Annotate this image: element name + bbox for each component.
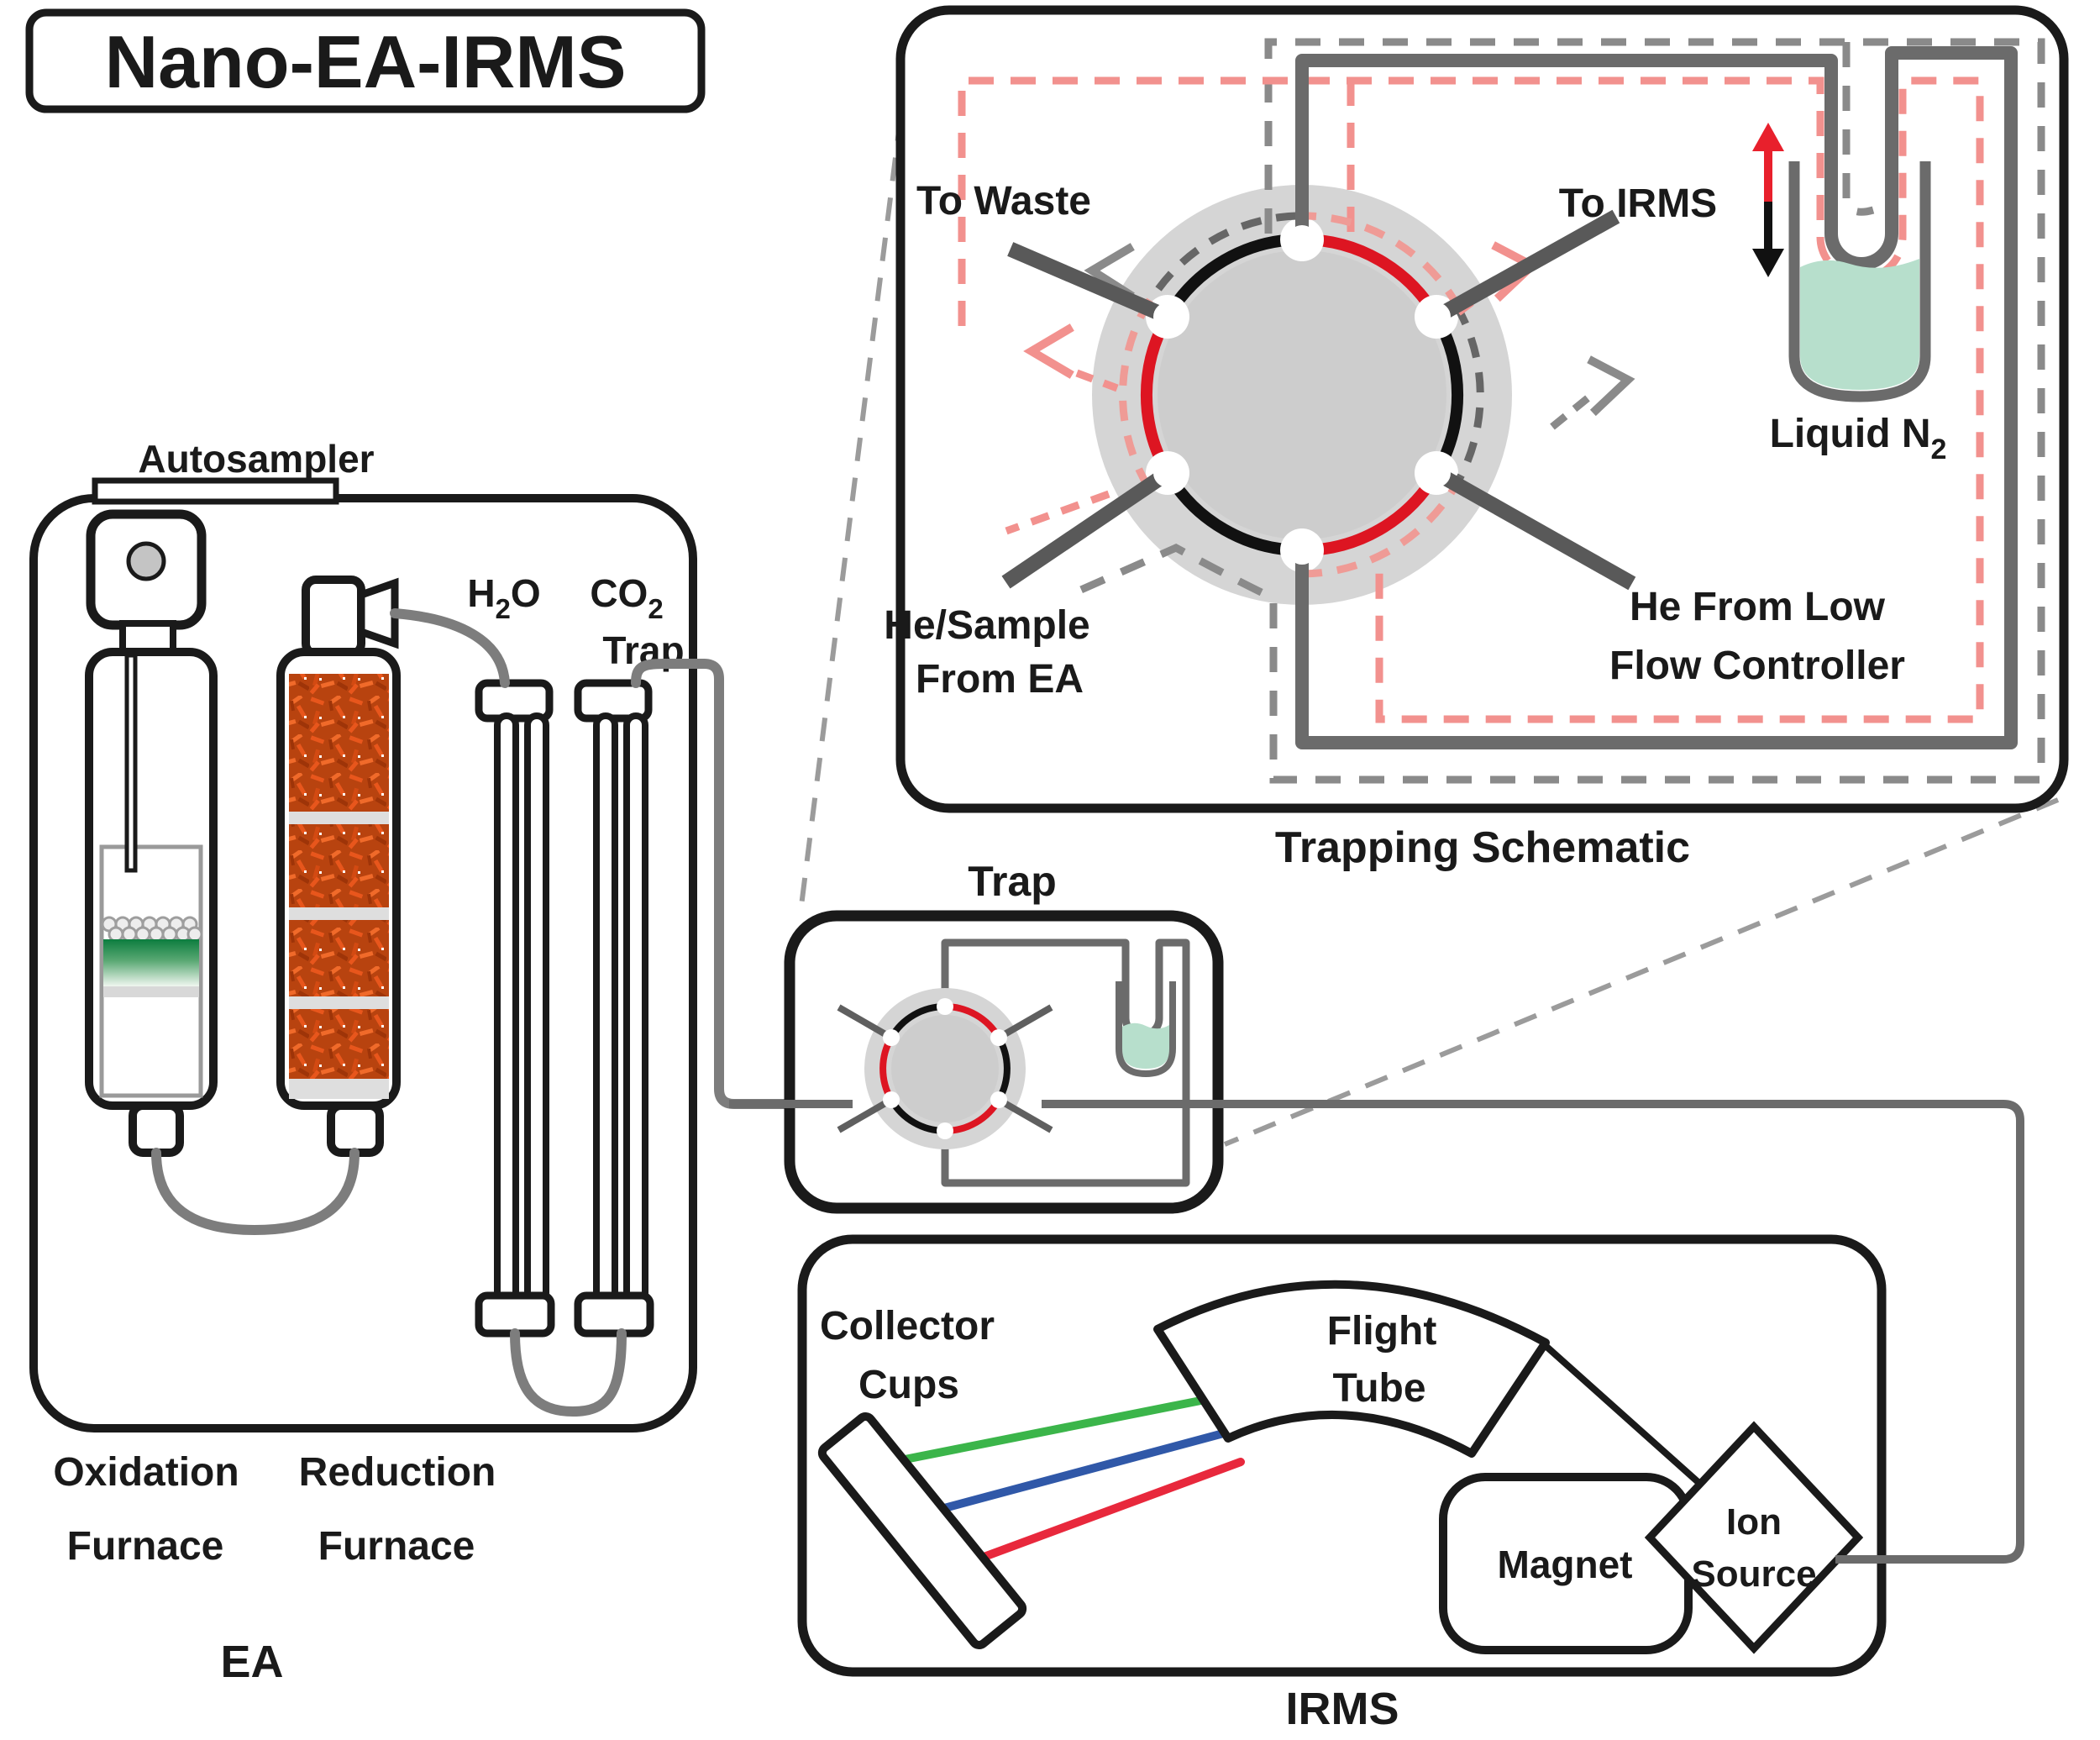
reduction-furnace-label-2: Furnace [318,1524,475,1569]
oxidation-liner [99,844,203,1098]
mini-six-port-valve [837,988,1053,1149]
he-sample-label-2: From EA [916,657,1084,702]
arrow-down-icon [1752,249,1784,277]
oxidation-furnace [85,648,218,1157]
trap-unit: Trap [784,858,1224,1214]
raise-lower-arrow [1752,123,1784,277]
reduction-spout [357,577,399,649]
ea-unit: Autosampler [29,437,697,1687]
h2o-label: H2O [467,571,540,624]
pink-arrow-to-waste [1023,323,1074,379]
gray-band [103,986,199,997]
silver-wool-bottom [289,1079,389,1099]
reduction-cap [302,576,365,658]
autosampler-label: Autosampler [138,437,374,481]
liquid-n2-label: Liquid N2 [1770,412,1947,465]
to-irms-label: To IRMS [1559,181,1717,226]
reduction-to-h2o-tube [390,608,510,688]
trap-label: Trap [968,858,1057,905]
mini-port-stubs [837,1004,1053,1133]
arrow-up-icon [1752,123,1784,151]
valve-port-caps [1153,225,1451,565]
flight-tube-shape [1153,1280,1550,1458]
collector-cups-label-2: Cups [858,1363,959,1407]
irms-unit: Flight Tube Collector Cups Magnet Ion So… [797,1234,1887,1734]
ion-source-label-2: Source [1691,1553,1816,1595]
oxidation-neck [129,1101,184,1157]
trapping-schematic: To Waste To IRMS He/Sample From EA He Fr… [884,5,2069,872]
flight-tube-label-1: Flight [1327,1309,1437,1354]
collector-cups-label-1: Collector [820,1304,995,1348]
he-flow-label-1: He From Low [1630,585,1886,629]
furnace-connector-tube [151,1148,360,1236]
to-waste-line [1007,242,1178,327]
trapping-schematic-label: Trapping Schematic [1275,823,1690,872]
silver-wool-band-2 [289,907,389,920]
silver-wool-band-1 [289,812,389,824]
flight-tube-label-2: Tube [1332,1366,1425,1411]
trap-loop-tube [1295,46,2018,749]
title-box: Nano-EA-IRMS [25,8,706,113]
oxidation-furnace-label-1: Oxidation [53,1450,239,1495]
gray-arrow-to-waste [1084,243,1135,300]
valve-rotor-core [1158,250,1446,539]
dewar-wall [1788,161,1931,402]
co2-label: CO2 [590,571,663,624]
co2-trap: CO2 Trap [574,571,685,1338]
reduction-furnace [276,576,401,1157]
callout-line-right [1223,797,2060,1147]
beam-blue [906,1422,1256,1522]
magnification-callout-lines [798,117,2060,1147]
catalyst-green-band [103,939,199,986]
silver-wool-band-3 [289,996,389,1009]
reduction-furnace-label-1: Reduction [299,1450,496,1495]
he-sample-label-1: He/Sample [884,603,1089,648]
co2-to-trapbox-tube [631,659,860,1109]
valve-port-stubs [1001,209,1636,591]
beam-red [937,1458,1245,1577]
reduction-neck [327,1101,384,1157]
gray-flow-arrows [1084,243,1635,417]
he-flow-label-2: Flow Controller [1609,644,1905,688]
ion-source-shape [1644,1421,1864,1654]
h2o-trap: H2O [467,571,555,1338]
to-waste-label: To Waste [916,179,1091,223]
magnet-label: Magnet [1498,1543,1633,1586]
he-sample-line [1001,462,1179,589]
he-flow-line [1425,462,1636,591]
to-irms-line [1425,209,1620,328]
autosampler-port-icon [126,541,166,581]
mini-ports [883,998,1007,1139]
irms-label: IRMS [1286,1684,1399,1734]
dewar-liquid [1800,259,1919,390]
callout-line-left [798,117,903,913]
trap-bottom-connector-tube [510,1328,627,1417]
ea-tubing [151,608,860,1417]
quartz-wool [101,916,203,943]
autosampler-tray [92,477,339,505]
mini-dewar [1116,981,1176,1078]
liquid-n2-dewar [1788,161,1931,402]
flight-to-ion-line [1541,1342,1704,1488]
page-title: Nano-EA-IRMS [105,20,627,103]
ion-source-label-1: Ion [1726,1501,1782,1543]
oxidation-furnace-label-2: Furnace [67,1524,224,1569]
collector-cups-shape [817,1412,1027,1649]
mini-dewar-liquid [1122,1022,1169,1069]
sample-probe [124,653,138,873]
six-port-valve [1092,185,1512,605]
gray-arrow-to-irms [1587,355,1635,417]
mini-dewar-wall [1116,981,1176,1078]
trap-to-irms-tube [1042,1100,2024,1564]
ea-label: EA [220,1637,283,1687]
copper-fill [289,674,389,1079]
